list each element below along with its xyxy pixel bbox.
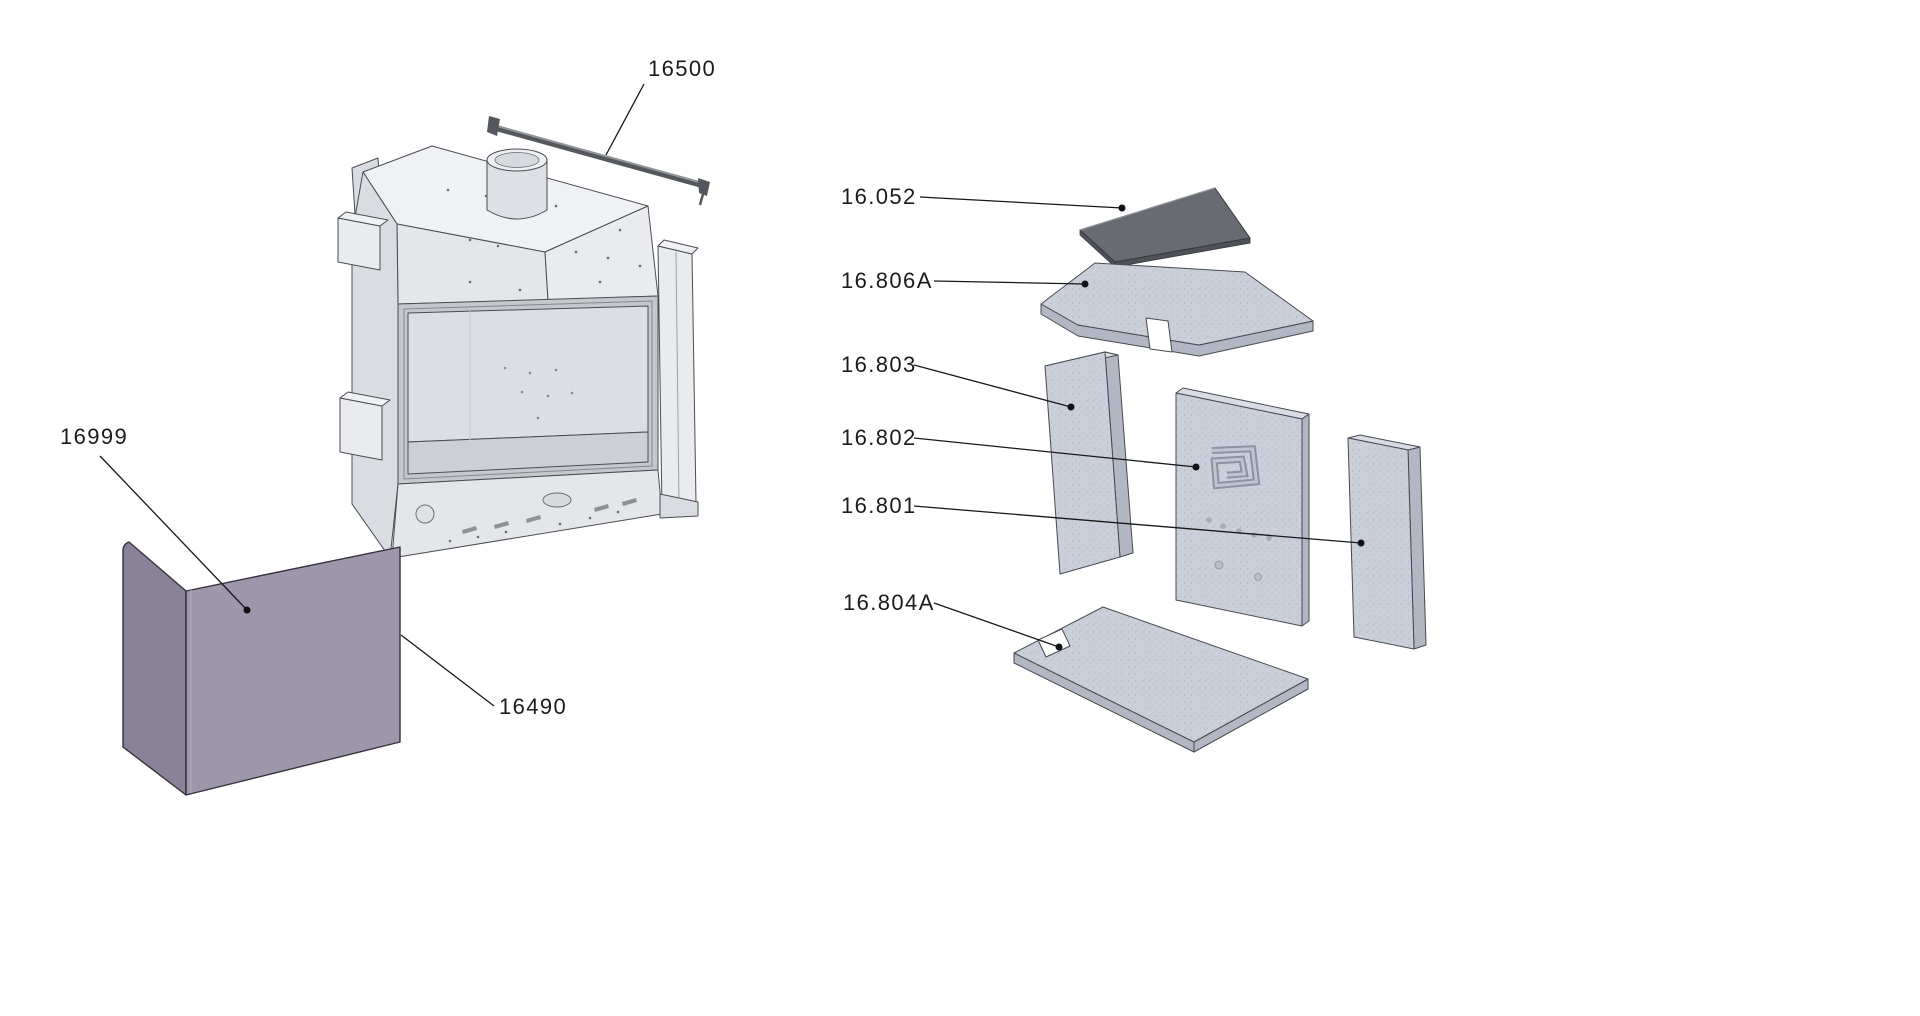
part-label-16806A: 16.806A	[841, 268, 933, 293]
right-column	[657, 239, 699, 519]
brand-emblem	[1210, 445, 1261, 490]
flue-collar	[486, 148, 548, 220]
outer-casing	[122, 541, 401, 796]
leader-16490	[400, 634, 495, 707]
roof-rivets	[446, 188, 642, 292]
part-right-brick	[1347, 434, 1427, 650]
top-rail	[487, 116, 710, 206]
left-side-panel	[351, 171, 399, 559]
casing-side-face	[122, 541, 187, 796]
leader-16802	[913, 437, 1197, 468]
mounting-bracket-top	[337, 211, 389, 271]
base-oval-cutout	[542, 492, 572, 508]
part-label-16052: 16.052	[841, 184, 917, 209]
rail-bar	[495, 125, 703, 188]
bracket-top-face	[339, 391, 391, 407]
interior-pilot-holes	[503, 366, 574, 420]
bracket-face	[337, 217, 381, 271]
leader-dot-16999	[243, 606, 251, 614]
smoke-plate-highlight	[1079, 187, 1216, 231]
firebox-interior-back	[407, 305, 649, 443]
part-label-16803: 16.803	[841, 352, 917, 377]
right-brick-face	[1347, 437, 1415, 650]
callouts: 16500 16999 16490 16.052 16.806A 16.803 …	[60, 56, 1365, 719]
leader-dot-16806A	[1081, 280, 1089, 288]
firebox-floor	[407, 431, 649, 475]
window-inner-frame-line	[403, 300, 653, 480]
leader-16052	[919, 196, 1123, 209]
leader-dot-16801	[1357, 539, 1365, 547]
emblem-inner-stroke	[1211, 447, 1259, 488]
part-label-16490: 16490	[499, 694, 567, 719]
rail-highlight	[494, 124, 702, 184]
rail-left-tab	[487, 116, 500, 136]
leader-dot-16803	[1067, 403, 1075, 411]
part-label-16804A: 16.804A	[843, 590, 935, 615]
mounting-bracket-bottom	[339, 391, 391, 461]
smoke-plate-top	[1079, 187, 1251, 263]
back-brick-side-edge	[1301, 413, 1310, 627]
leader-dot-16804A	[1055, 643, 1063, 651]
part-smoke-plate	[1079, 187, 1251, 268]
leader-16999	[99, 455, 248, 611]
leader-dot-16802	[1192, 463, 1200, 471]
part-label-16500: 16500	[648, 56, 716, 81]
column-cap	[657, 239, 699, 255]
rail-hook-pin	[698, 193, 705, 206]
back-brick-holes	[1206, 517, 1272, 581]
part-left-brick	[1044, 351, 1134, 575]
leader-16804A	[933, 602, 1060, 648]
casing-front-face	[185, 546, 401, 796]
leader-dot-16052	[1118, 204, 1126, 212]
base-vent-slots	[462, 498, 637, 534]
base-round-cutout	[415, 504, 435, 524]
part-base-plate	[1013, 606, 1309, 753]
bracket-face	[339, 397, 383, 461]
part-baffle-plate	[1040, 262, 1314, 357]
flue-opening	[494, 152, 540, 168]
leader-16803	[913, 364, 1072, 408]
fireplace-assembly	[337, 116, 710, 559]
leader-16500	[605, 83, 645, 156]
part-label-16801: 16.801	[841, 493, 917, 518]
base-cutouts	[415, 492, 637, 543]
back-brick-face	[1175, 392, 1303, 627]
base-rivets	[448, 510, 620, 543]
leader-16801	[913, 505, 1362, 544]
rail-right-hook	[698, 178, 710, 196]
leader-16806A	[933, 280, 1086, 285]
part-label-16802: 16.802	[841, 425, 917, 450]
column-crease	[675, 251, 680, 506]
base-plate-notch	[1037, 628, 1071, 658]
flue-body	[486, 159, 548, 220]
base-plate-top-face	[1013, 606, 1309, 743]
part-label-16999: 16999	[60, 424, 128, 449]
exploded-brick-set	[1013, 187, 1427, 753]
bracket-top-face	[337, 211, 389, 227]
column-foot	[659, 493, 699, 519]
part-back-brick	[1175, 387, 1310, 627]
baffle-top-face	[1040, 262, 1314, 346]
baffle-notch	[1145, 317, 1173, 353]
